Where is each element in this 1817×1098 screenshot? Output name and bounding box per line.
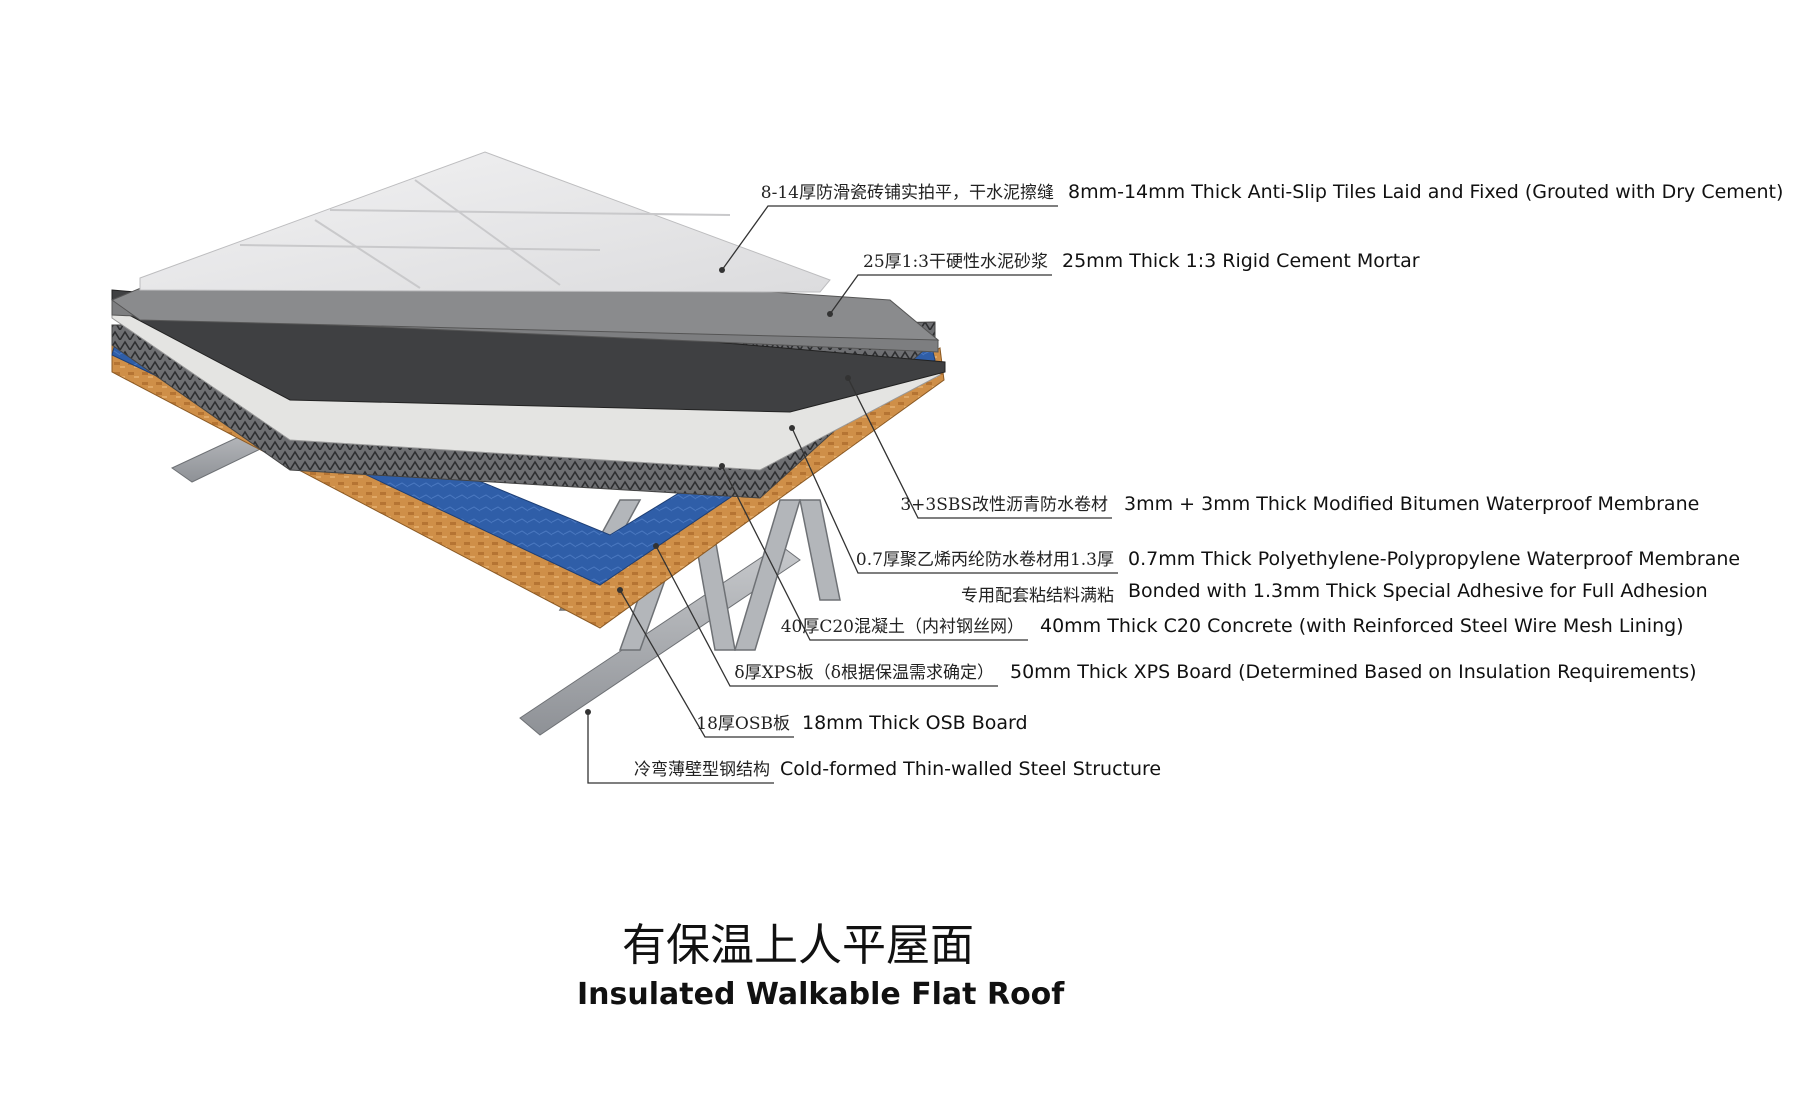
- leader-line: [619, 589, 794, 738]
- leader-line: [721, 205, 1058, 271]
- label-zh-line2: 专用配套粘结料满粘: [961, 586, 1114, 606]
- leader-line: [791, 427, 1118, 574]
- label-en: Cold-formed Thin-walled Steel Structure: [780, 758, 1161, 780]
- label-zh: 0.7厚聚乙烯丙纶防水卷材用1.3厚: [856, 550, 1114, 570]
- label-zh: δ厚XPS板（δ根据保温需求确定）: [734, 663, 994, 683]
- leader-line: [829, 274, 1052, 315]
- label-osb: 18厚OSB板 18mm Thick OSB Board: [617, 587, 1028, 738]
- label-concrete: 40厚C20混凝土（内衬钢丝网） 40mm Thick C20 Concrete …: [719, 463, 1684, 641]
- label-zh: 18厚OSB板: [696, 714, 790, 734]
- label-en: 3mm + 3mm Thick Modified Bitumen Waterpr…: [1124, 493, 1699, 515]
- label-sbs: 3+3SBS改性沥青防水卷材 3mm + 3mm Thick Modified B…: [845, 375, 1699, 519]
- steel-beam-front: [519, 544, 801, 736]
- label-steel: 冷弯薄壁型钢结构 Cold-formed Thin-walled Steel St…: [585, 709, 1161, 784]
- leader-line: [847, 377, 1112, 519]
- title-zh: 有保温上人平屋面: [622, 920, 974, 971]
- label-zh: 25厚1:3干硬性水泥砂浆: [863, 252, 1048, 272]
- label-mortar: 25厚1:3干硬性水泥砂浆 25mm Thick 1:3 Rigid Cement…: [827, 250, 1420, 317]
- label-en: 8mm-14mm Thick Anti-Slip Tiles Laid and …: [1068, 181, 1783, 203]
- label-en: 25mm Thick 1:3 Rigid Cement Mortar: [1062, 250, 1420, 272]
- layer-labels: 8-14厚防滑瓷砖铺实拍平，干水泥擦缝 8mm-14mm Thick Anti-S…: [585, 181, 1783, 784]
- label-en: 40mm Thick C20 Concrete (with Reinforced…: [1040, 615, 1684, 637]
- label-en: 18mm Thick OSB Board: [802, 712, 1028, 734]
- tile-layer: [139, 151, 831, 293]
- label-zh: 冷弯薄壁型钢结构: [634, 760, 770, 780]
- label-zh: 8-14厚防滑瓷砖铺实拍平，干水泥擦缝: [761, 183, 1054, 203]
- layer-stack: [110, 151, 946, 629]
- label-en: 50mm Thick XPS Board (Determined Based o…: [1010, 661, 1697, 683]
- label-zh: 3+3SBS改性沥青防水卷材: [900, 495, 1108, 515]
- leader-line: [721, 465, 1028, 641]
- label-en-line2: Bonded with 1.3mm Thick Special Adhesive…: [1128, 580, 1708, 602]
- title-en: Insulated Walkable Flat Roof: [577, 977, 1065, 1012]
- label-tiles: 8-14厚防滑瓷砖铺实拍平，干水泥擦缝 8mm-14mm Thick Anti-S…: [719, 181, 1783, 273]
- label-en: 0.7mm Thick Polyethylene-Polypropylene W…: [1128, 548, 1740, 570]
- tile-joints: [239, 179, 731, 289]
- leader-line: [655, 545, 998, 687]
- label-zh: 40厚C20混凝土（内衬钢丝网）: [781, 617, 1024, 637]
- leader-line: [587, 712, 774, 784]
- label-pe-pp: 0.7厚聚乙烯丙纶防水卷材用1.3厚 0.7mm Thick Polyethyle…: [789, 425, 1740, 606]
- label-xps: δ厚XPS板（δ根据保温需求确定） 50mm Thick XPS Board (D…: [653, 543, 1697, 687]
